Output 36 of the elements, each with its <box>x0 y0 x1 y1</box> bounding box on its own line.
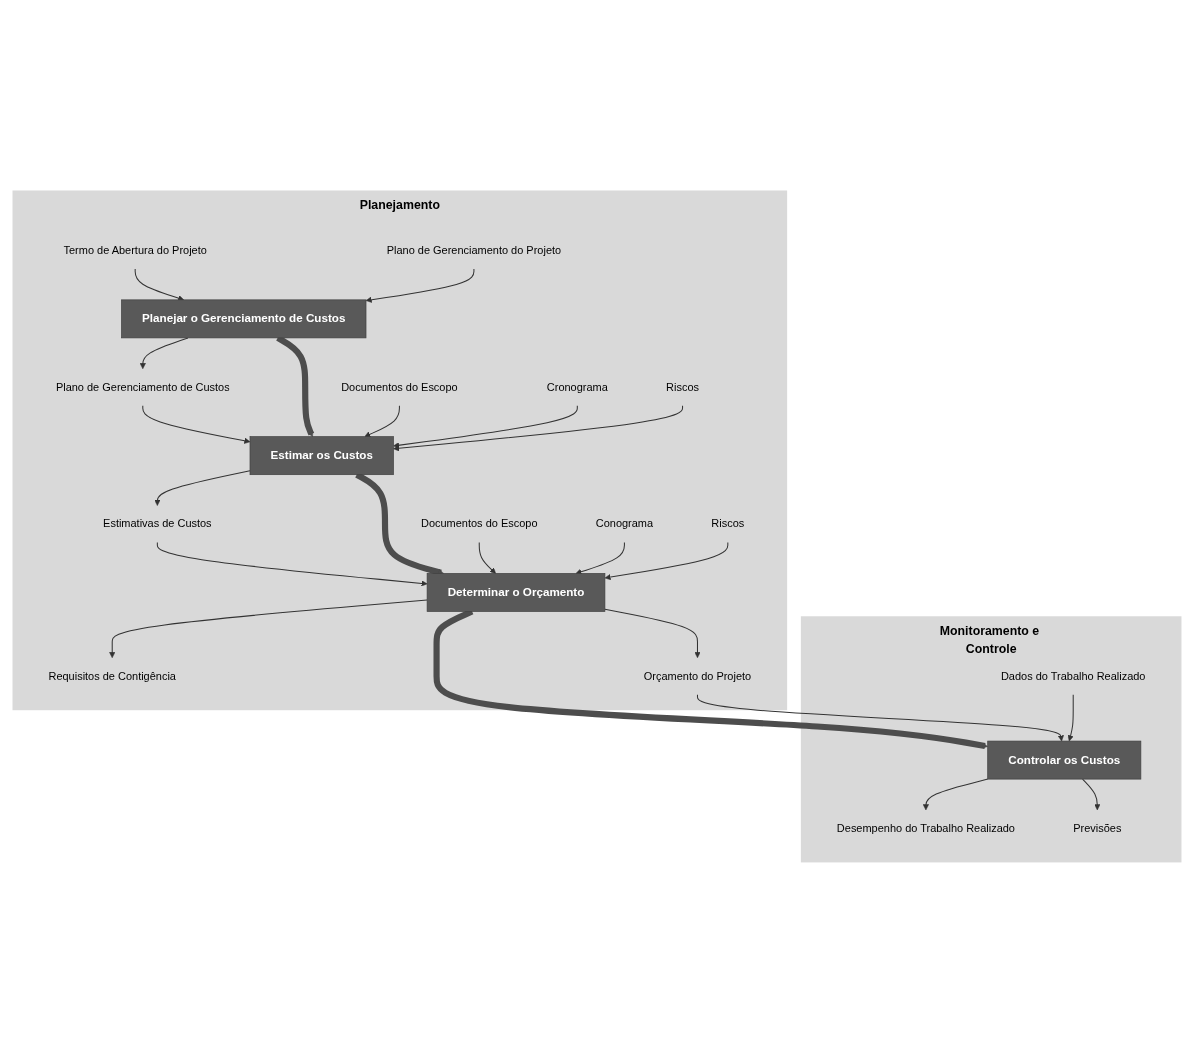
node-text: Plano de Gerenciamento do Projeto <box>386 243 561 256</box>
arrow <box>922 778 988 810</box>
arrow <box>363 404 400 437</box>
node-box: Controlar os Custos <box>986 740 1141 779</box>
node-box: Determinar o Orçamento <box>426 572 605 612</box>
arrow <box>141 404 250 444</box>
node-text: Termo de Abertura do Projeto <box>63 243 207 256</box>
node-text: Conograma <box>595 517 653 530</box>
arrow <box>478 541 496 574</box>
node-text: Cronograma <box>546 380 608 393</box>
node-text: Requisitos de Contigência <box>48 669 176 682</box>
arrow <box>433 608 988 749</box>
node-text: Estimativas de Custos <box>102 517 212 530</box>
node-text: Plano de Gerenciamento de Custos <box>55 380 230 393</box>
arrow <box>392 404 578 448</box>
node-box: Planejar o Gerenciamento de Custos <box>120 299 366 338</box>
arrow <box>365 268 474 303</box>
arrow <box>1067 693 1074 741</box>
node-text: Orçamento do Projeto <box>643 669 751 682</box>
node-text: Documentos do Escopo <box>340 380 458 393</box>
node-text: Riscos <box>665 380 699 393</box>
arrow <box>604 541 728 580</box>
arrow <box>696 693 1064 741</box>
arrow <box>134 268 184 301</box>
node-text: Documentos do Escopo <box>420 517 537 530</box>
node-text: Previsões <box>1072 821 1121 834</box>
arrow <box>603 608 700 658</box>
arrow <box>153 469 251 506</box>
arrow <box>392 404 683 451</box>
node-text: Desempenho do Trabalho Realizado <box>836 821 1015 834</box>
node-box: Estimar os Custos <box>249 435 394 475</box>
node-text: Riscos <box>710 517 744 530</box>
arrow <box>1081 778 1100 810</box>
arrow <box>108 599 428 658</box>
node-text: Dados do Trabalho Realizado <box>1000 669 1145 682</box>
arrow <box>156 541 427 586</box>
